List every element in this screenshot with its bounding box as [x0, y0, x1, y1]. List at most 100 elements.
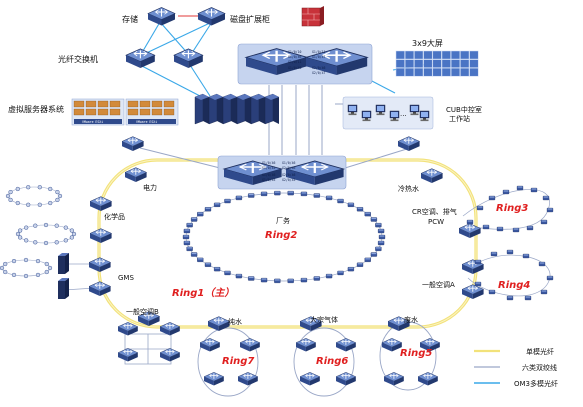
- switch-gms-2[interactable]: [88, 281, 112, 297]
- ring-switch-icon[interactable]: [159, 321, 181, 337]
- ring-switch-icon[interactable]: [381, 337, 403, 353]
- ring3-node-icon[interactable]: [526, 225, 534, 231]
- ring2-node-icon[interactable]: [347, 202, 355, 208]
- field-node-icon[interactable]: [37, 185, 42, 190]
- ring-switch-icon[interactable]: [237, 371, 259, 387]
- field-node-icon[interactable]: [11, 272, 17, 278]
- workstation-pc-icon[interactable]: [419, 110, 430, 122]
- ring2-node-icon[interactable]: [213, 266, 221, 272]
- ring2-node-icon[interactable]: [337, 198, 345, 204]
- switch-pure-water[interactable]: [207, 316, 231, 332]
- vmware-host-1[interactable]: VMware ESXi: [71, 98, 125, 126]
- fiber-switch-1-icon[interactable]: [125, 47, 156, 69]
- ring2-node-icon[interactable]: [300, 277, 308, 283]
- field-node-icon[interactable]: [48, 200, 53, 206]
- field-node-icon[interactable]: [37, 202, 42, 207]
- ring2-node-icon[interactable]: [204, 262, 212, 268]
- ring2-node-icon[interactable]: [196, 211, 204, 217]
- ring2-node-icon[interactable]: [273, 278, 281, 284]
- switch-electric-power[interactable]: [124, 167, 148, 183]
- ring2-node-icon[interactable]: [260, 277, 268, 283]
- ring2-node-icon[interactable]: [370, 252, 378, 258]
- field-node-icon[interactable]: [3, 269, 8, 275]
- ring3-node-icon[interactable]: [476, 205, 484, 211]
- ring3-node-icon[interactable]: [530, 187, 538, 193]
- ring-switch-icon[interactable]: [159, 347, 181, 363]
- field-node-icon[interactable]: [54, 223, 59, 228]
- field-node-icon[interactable]: [26, 202, 31, 207]
- ring2-node-icon[interactable]: [377, 228, 385, 234]
- field-node-icon[interactable]: [8, 189, 13, 195]
- field-node-icon[interactable]: [35, 272, 41, 278]
- ring3-node-icon[interactable]: [488, 195, 496, 201]
- ring2-node-icon[interactable]: [223, 270, 231, 276]
- ring2-node-icon[interactable]: [223, 198, 231, 204]
- server-racks[interactable]: [194, 93, 280, 125]
- gms-cabinets[interactable]: [58, 253, 69, 299]
- ring2-node-icon[interactable]: [377, 240, 385, 246]
- ring2-node-icon[interactable]: [247, 275, 255, 281]
- field-node-icon[interactable]: [26, 185, 31, 190]
- ring-switch-icon[interactable]: [295, 337, 317, 353]
- ring4-node-icon[interactable]: [540, 289, 548, 295]
- ring4-node-icon[interactable]: [506, 249, 514, 255]
- ring2-node-icon[interactable]: [287, 190, 295, 196]
- workstation-pc-icon[interactable]: [375, 104, 386, 116]
- field-node-icon[interactable]: [33, 240, 38, 245]
- video-wall[interactable]: 3x9大屏: [395, 38, 479, 77]
- fiber-switch-2-icon[interactable]: [173, 47, 204, 69]
- cub-control-room[interactable]: ... CUB中控室 工作站: [342, 96, 482, 130]
- disk-expansion-icon[interactable]: [197, 6, 226, 27]
- switch-gms[interactable]: [88, 257, 112, 273]
- ring2-node-icon[interactable]: [313, 193, 321, 199]
- field-node-icon[interactable]: [43, 222, 49, 228]
- ring2-node-icon[interactable]: [313, 275, 321, 281]
- server-rack-icon[interactable]: [208, 93, 224, 125]
- ring2-node-icon[interactable]: [356, 206, 364, 212]
- server-rack-icon[interactable]: [222, 93, 238, 125]
- switch-freezing-water[interactable]: [420, 168, 444, 184]
- field-node-icon[interactable]: [55, 197, 60, 203]
- workstation-pc-icon[interactable]: [389, 110, 400, 122]
- ring3-node-icon[interactable]: [496, 226, 504, 232]
- ring2-node-icon[interactable]: [364, 211, 372, 217]
- field-node-icon[interactable]: [35, 258, 41, 264]
- storage-array-icon[interactable]: [147, 6, 176, 27]
- ring2-node-icon[interactable]: [247, 193, 255, 199]
- ring2-node-icon[interactable]: [183, 228, 191, 234]
- field-node-icon[interactable]: [63, 238, 68, 243]
- ring2-node-icon[interactable]: [273, 190, 281, 196]
- vmware-host-2[interactable]: VMware ESXi: [125, 98, 179, 126]
- ring3-node-icon[interactable]: [546, 207, 554, 213]
- field-node-icon[interactable]: [23, 257, 29, 263]
- ring3-node-icon[interactable]: [512, 227, 520, 233]
- ring4-node-icon[interactable]: [522, 253, 530, 259]
- ring-switch-icon[interactable]: [383, 371, 405, 387]
- ring4-node-icon[interactable]: [506, 295, 514, 301]
- server-rack-icon[interactable]: [194, 93, 210, 125]
- field-node-icon[interactable]: [44, 269, 49, 275]
- ring2-node-icon[interactable]: [183, 240, 191, 246]
- field-node-icon[interactable]: [23, 273, 29, 279]
- ring-switch-icon[interactable]: [203, 371, 225, 387]
- ring4-node-icon[interactable]: [474, 281, 482, 287]
- ring-switch-icon[interactable]: [239, 337, 261, 353]
- field-node-icon[interactable]: [11, 258, 17, 264]
- ring-switch-icon[interactable]: [335, 337, 357, 353]
- field-node-icon[interactable]: [8, 197, 13, 203]
- field-node-icon[interactable]: [15, 231, 21, 237]
- field-node-icon[interactable]: [24, 238, 29, 243]
- field-node-icon[interactable]: [15, 200, 20, 206]
- ring2-node-icon[interactable]: [186, 222, 194, 228]
- field-node-icon[interactable]: [69, 235, 75, 240]
- ring2-node-icon[interactable]: [356, 262, 364, 268]
- ring3-node-icon[interactable]: [502, 189, 510, 195]
- field-node-icon[interactable]: [71, 231, 77, 237]
- field-node-icon[interactable]: [48, 186, 53, 192]
- ring4-node-icon[interactable]: [546, 275, 554, 281]
- ring2-node-icon[interactable]: [204, 206, 212, 212]
- field-node-icon[interactable]: [47, 265, 53, 271]
- ring4-node-icon[interactable]: [538, 261, 546, 267]
